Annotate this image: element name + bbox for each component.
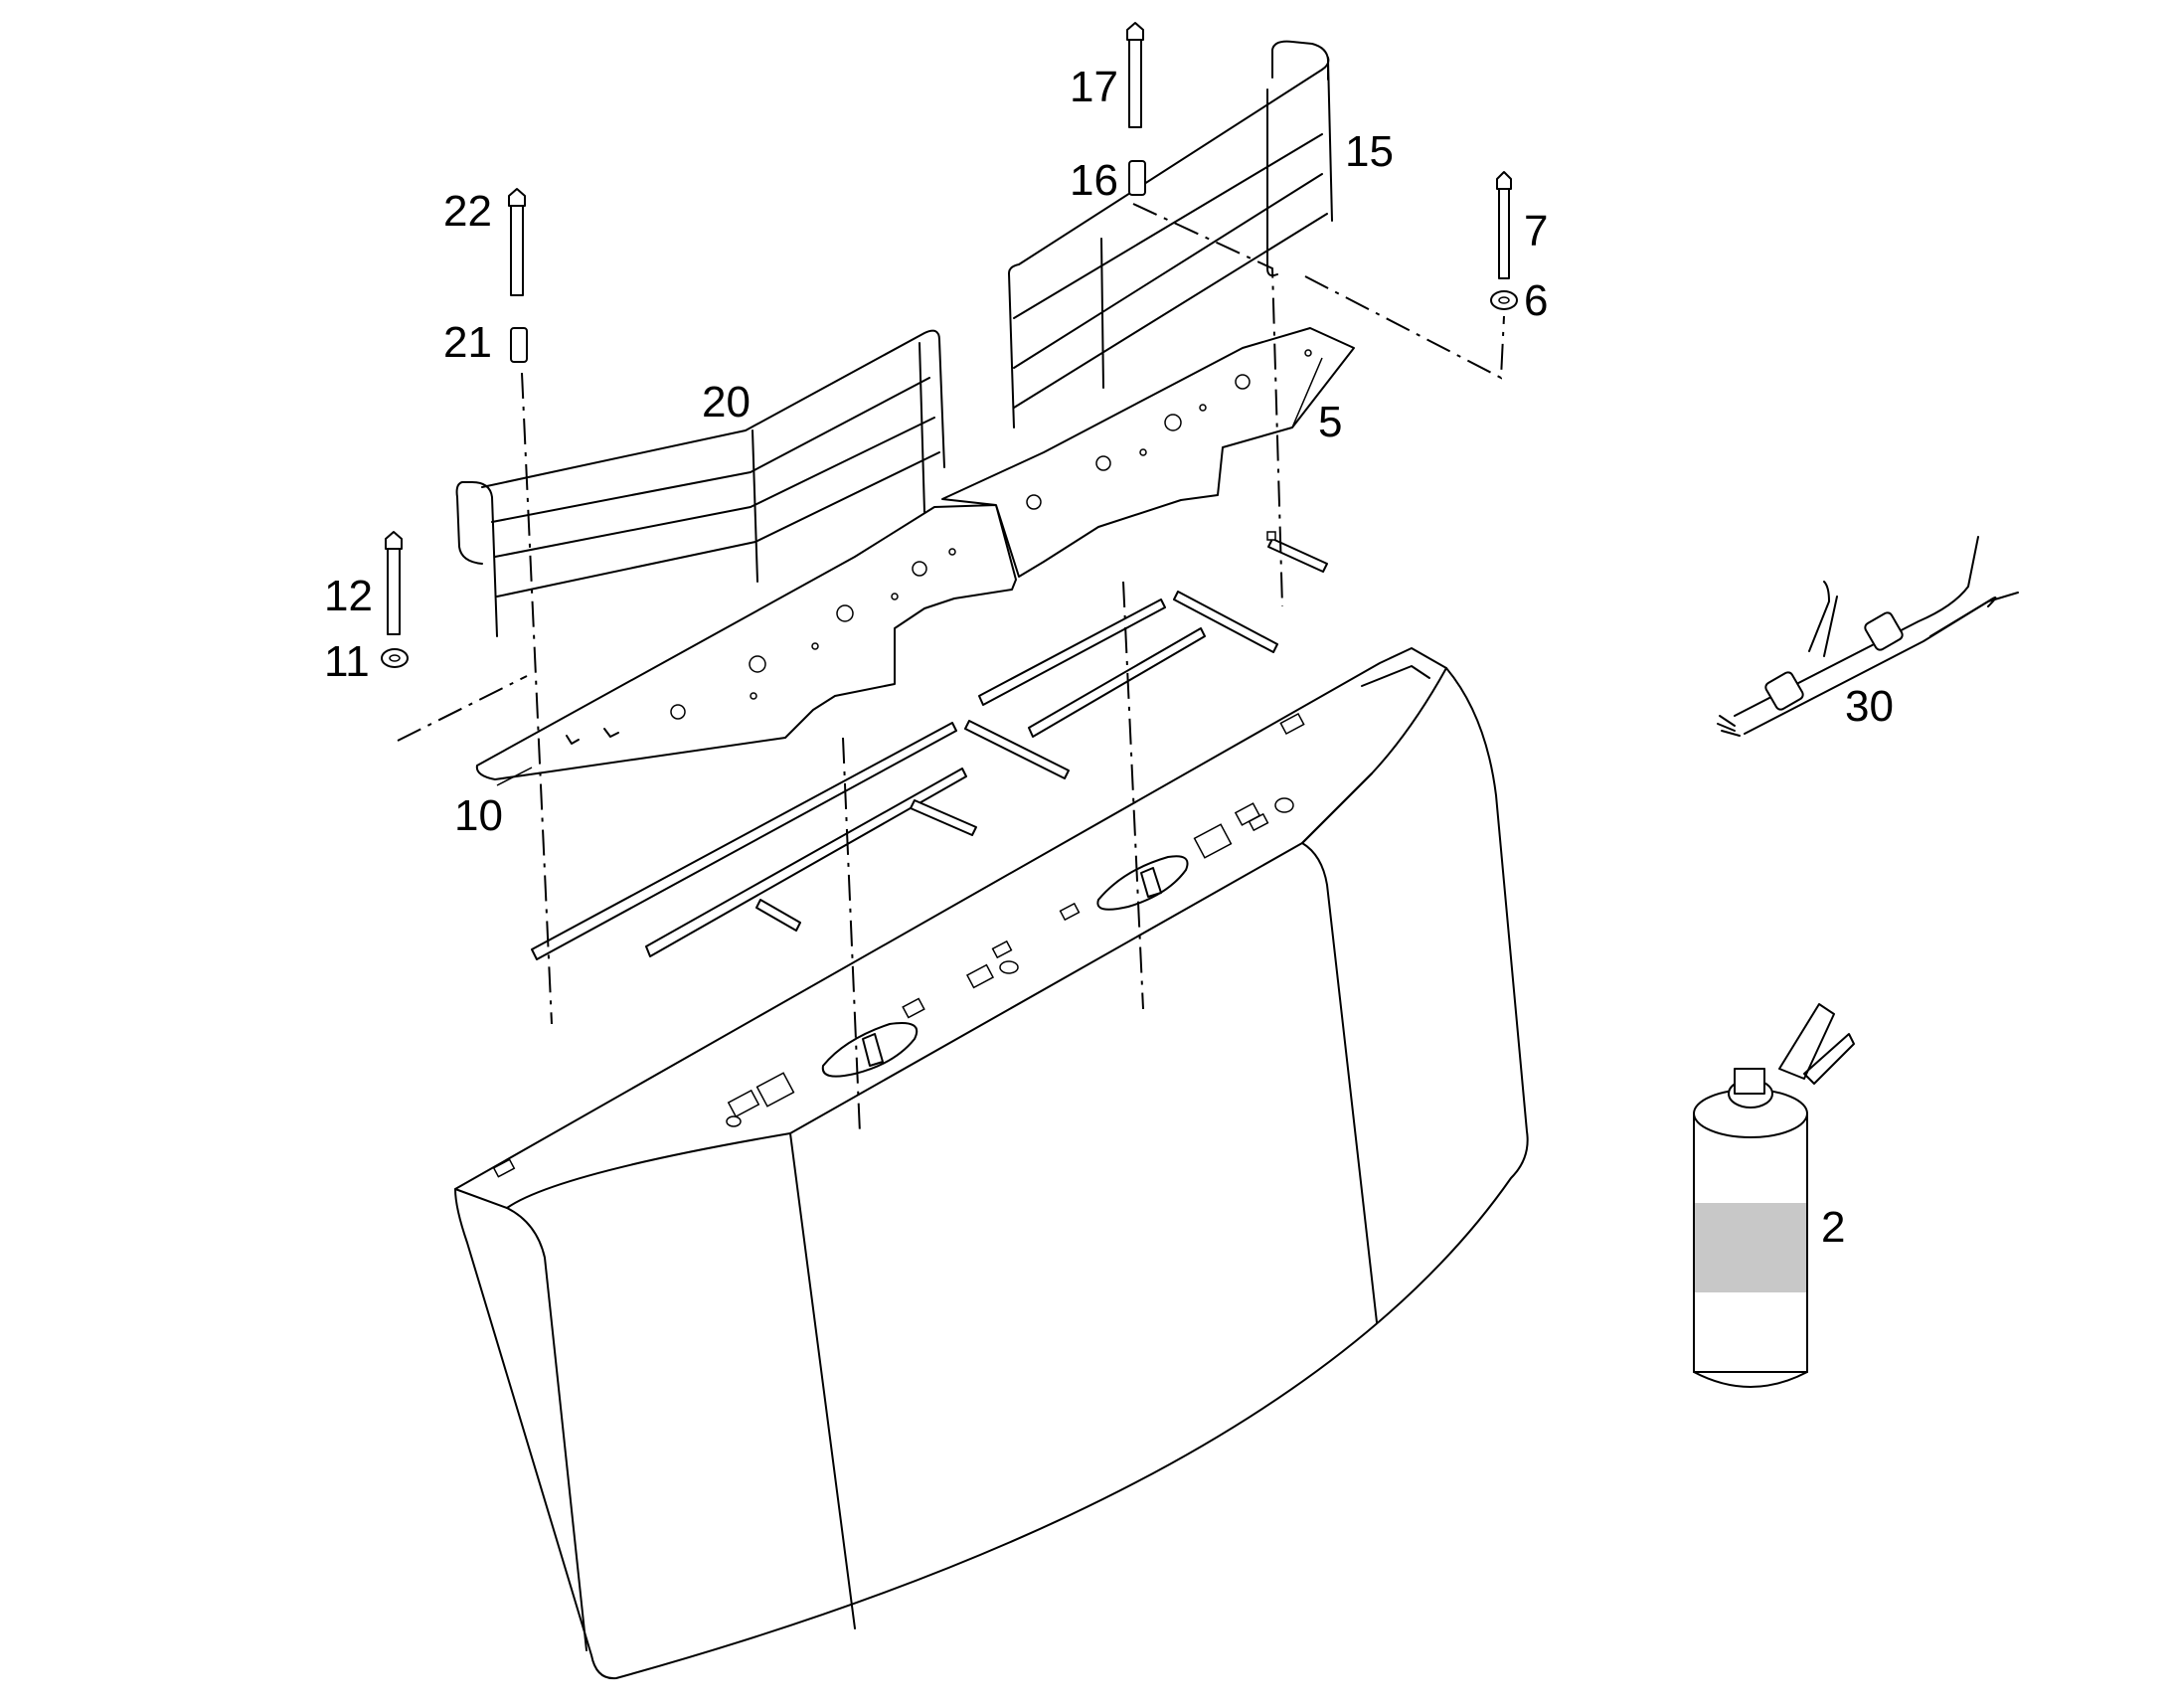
center-lines (397, 203, 1505, 1134)
callout-22: 22 (443, 187, 492, 236)
callout-21: 21 (443, 318, 492, 367)
counterweight-body (454, 647, 1529, 1680)
callout-17: 17 (1070, 63, 1118, 111)
washer-11 (381, 648, 409, 668)
callout-7: 7 (1524, 207, 1549, 256)
callout-30: 30 (1845, 682, 1894, 731)
leader-lines (496, 357, 1323, 786)
washer-6 (1490, 290, 1518, 310)
callout-11: 11 (324, 637, 370, 686)
plate-10 (475, 504, 1017, 780)
railing-15 (1008, 40, 1333, 428)
callout-16: 16 (1070, 156, 1118, 205)
callout-15: 15 (1345, 127, 1394, 176)
callout-5: 5 (1318, 398, 1343, 446)
spray-can-2 (1693, 1003, 1855, 1388)
railing-20 (455, 329, 945, 637)
callout-20: 20 (702, 378, 751, 427)
callout-10: 10 (454, 791, 503, 840)
wire-harness-30 (1717, 536, 2019, 737)
bolt-22 (508, 188, 526, 296)
spacer-21 (510, 327, 528, 363)
callout-6: 6 (1524, 276, 1549, 325)
callout-2: 2 (1821, 1203, 1846, 1252)
bolt-17 (1126, 22, 1144, 128)
bolt-12 (385, 531, 403, 635)
callout-12: 12 (324, 572, 373, 620)
bolt-7 (1496, 171, 1512, 279)
support-bars (531, 531, 1328, 960)
spacer-16 (1128, 160, 1146, 196)
plate-5 (941, 327, 1355, 578)
